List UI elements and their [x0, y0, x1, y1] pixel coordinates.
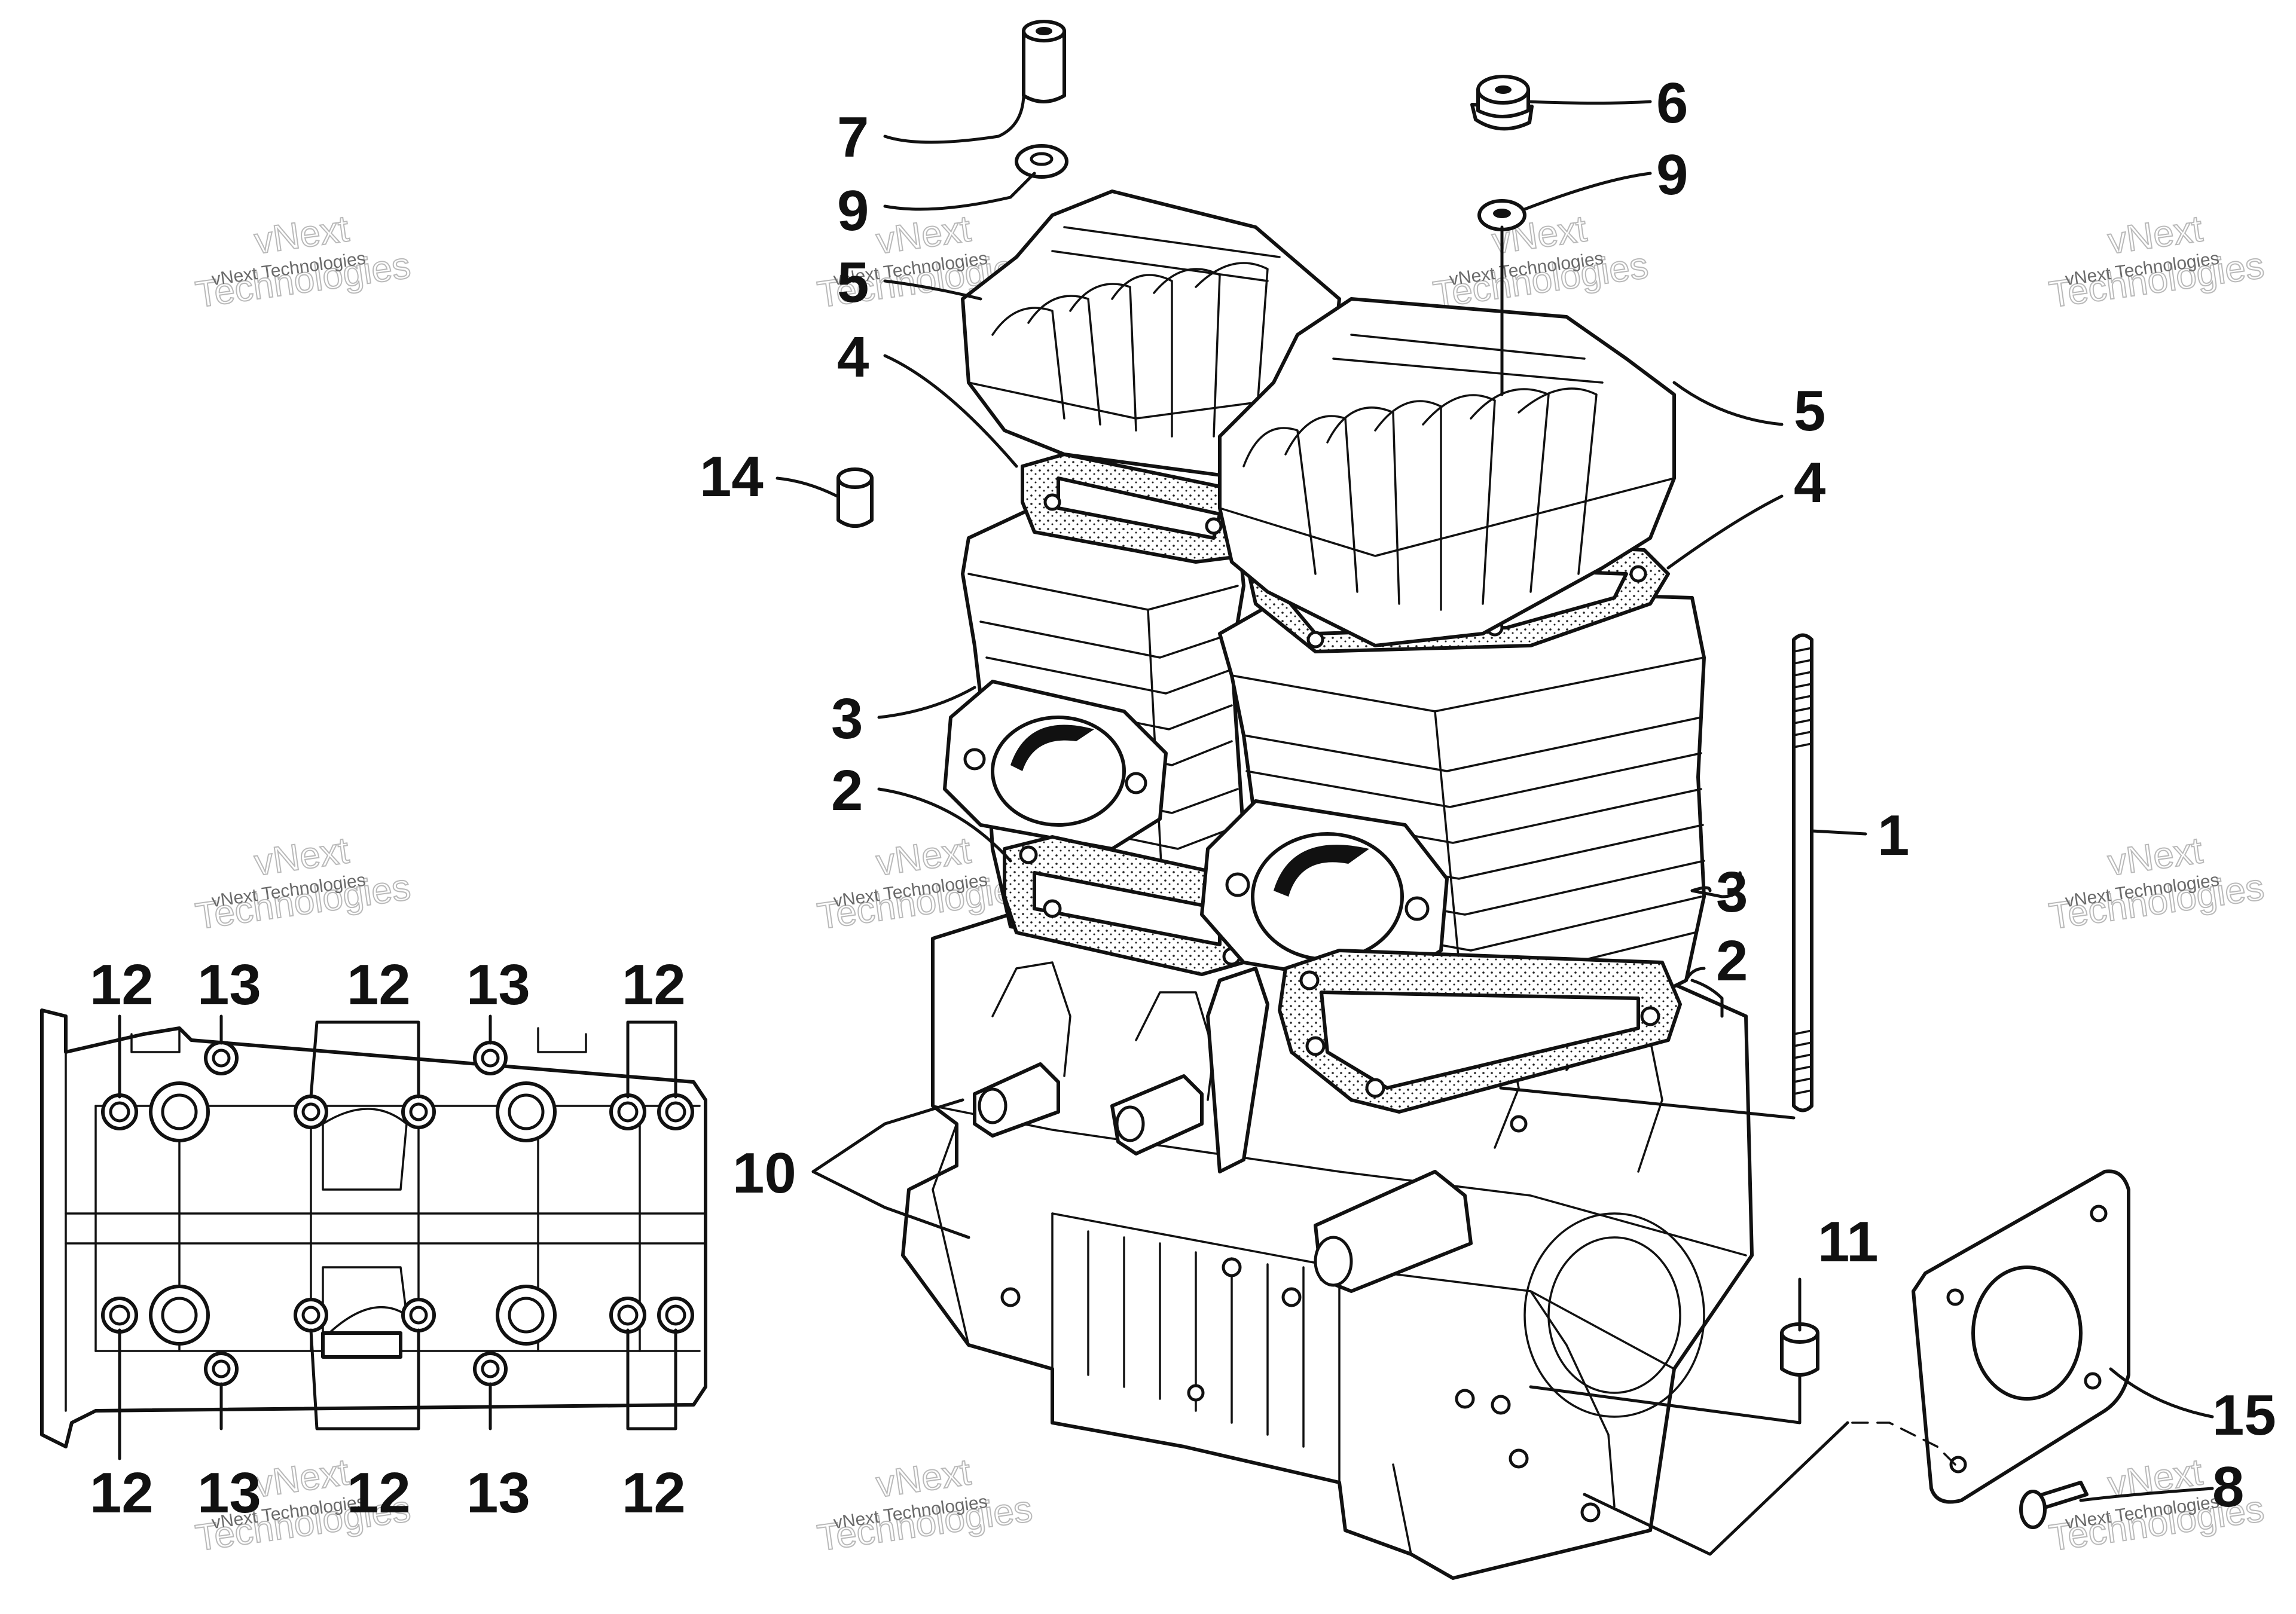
dowel-pin-11[interactable]: [1780, 1322, 1819, 1377]
washer-9-left[interactable]: [1015, 144, 1068, 179]
screw-8[interactable]: [2019, 1481, 2089, 1529]
inset-callout-13-bottom-left: 13: [197, 1461, 261, 1525]
inset-callout-13-bottom-right: 13: [466, 1461, 530, 1525]
inset-callout-13-top-left: 13: [197, 953, 261, 1017]
washer-9-right[interactable]: [1477, 199, 1526, 231]
callout-1: 1: [1877, 803, 1909, 867]
right-cylinder-head[interactable]: [1218, 297, 1676, 647]
callout-11: 11: [1818, 1210, 1878, 1274]
flange-nut-6[interactable]: [1470, 75, 1534, 131]
callout-10: 10: [732, 1141, 796, 1205]
callout-5-right: 5: [1794, 379, 1825, 443]
callout-labels: 7 9 5 4 14 3 2 10 6 9 5 4 1 3 2 11 15 8: [700, 71, 2276, 1519]
callout-7: 7: [837, 105, 869, 169]
callout-3-left: 3: [831, 687, 863, 751]
leader-lines: [775, 94, 2214, 1556]
cover-plate-15[interactable]: [1912, 1169, 2130, 1504]
callout-2-right: 2: [1716, 929, 1748, 993]
inset-leaders: [118, 1014, 677, 1460]
callout-6: 6: [1656, 71, 1688, 135]
callout-2-left: 2: [831, 759, 863, 823]
inset-callout-13-top-right: 13: [466, 953, 530, 1017]
spacer-nut-7[interactable]: [1022, 20, 1066, 103]
inset-callout-12-top-mid: 12: [347, 953, 411, 1017]
callout-3-right: 3: [1716, 860, 1748, 924]
inset-callout-12-bottom-right: 12: [622, 1461, 686, 1525]
dowel-pin-14[interactable]: [836, 467, 874, 528]
callout-9-right: 9: [1656, 143, 1688, 207]
stud-bolt-1[interactable]: [1792, 633, 1813, 1112]
watermark: vNext Technologies vNext Technologies: [193, 207, 414, 316]
right-base-gasket[interactable]: [1278, 949, 1682, 1114]
left-head-gasket[interactable]: [1021, 453, 1257, 564]
inset-callout-12-bottom-mid: 12: [347, 1461, 411, 1525]
watermark: vNext Technologies vNext Technologies: [2046, 829, 2267, 938]
callout-14: 14: [700, 445, 764, 509]
inset-callout-12-bottom-left: 12: [90, 1461, 154, 1525]
watermark: vNext Technologies vNext Technologies: [1430, 207, 1651, 316]
callout-9-left: 9: [837, 179, 869, 243]
callout-4-right: 4: [1794, 451, 1825, 515]
watermark: vNext Technologies vNext Technologies: [193, 829, 414, 938]
crankcase-top-view-inset: 12 13 12 13 12 12 13 12 13 12: [40, 953, 707, 1525]
watermark: vNext Technologies vNext Technologies: [2046, 207, 2267, 316]
callout-5-left: 5: [837, 250, 869, 314]
inset-callout-12-top-right: 12: [622, 953, 686, 1017]
inset-bosses: [101, 1041, 694, 1386]
watermark: vNext Technologies vNext Technologies: [814, 1451, 1036, 1560]
inset-callout-12-top-left: 12: [90, 953, 154, 1017]
callout-8: 8: [2212, 1455, 2244, 1519]
callout-15: 15: [2212, 1383, 2276, 1447]
callout-4-left: 4: [837, 325, 869, 389]
